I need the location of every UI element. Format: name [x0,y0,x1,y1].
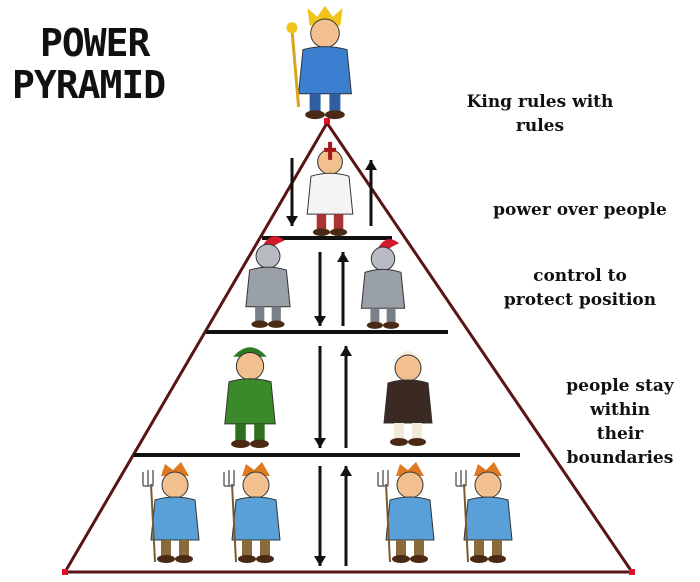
label-king: King rules with rules [440,90,640,138]
arrow-up-icon [337,252,349,326]
vertex-right [629,569,635,575]
label-knights-line-2: protect position [503,290,657,310]
pyramid-outline [62,120,635,574]
label-people-line-1: people stay [566,376,674,396]
label-people: people stay within their boundaries [540,374,700,470]
label-clergy: power over people [470,198,690,222]
knight-figure [360,239,406,329]
label-knights-line-1: control to [533,266,627,286]
label-king-line-2: rules [515,116,565,136]
title-line-2: PYRAMID [12,63,166,107]
vertex-top [324,118,330,124]
title-line-1: POWER [40,21,150,65]
arrow-down-icon [314,346,326,448]
arrow-down-icon [286,158,298,226]
diagram-title: POWER PYRAMID [12,21,166,107]
arrow-down-icon [314,466,326,566]
peasant-figure [455,462,513,563]
knight-figure [245,236,291,328]
label-people-line-4: boundaries [566,448,674,468]
arrow-up-icon [340,346,352,448]
merchant-figure [224,347,276,449]
peasant-figure [377,462,435,563]
king-figure [286,5,352,120]
label-people-line-3: their [596,424,644,444]
arrow-up-icon [365,160,377,226]
label-king-line-1: King rules with [466,92,614,112]
vertex-left [62,569,68,575]
label-clergy-line: power over people [493,200,667,220]
arrow-up-icon [340,466,352,566]
peasant-figure [142,462,200,563]
clergy-figure [306,141,354,236]
arrow-down-icon [314,252,326,326]
peasant-figure [223,462,281,563]
label-knights: control to protect position [480,264,680,312]
woman-figure [383,351,433,446]
label-people-line-2: within [589,400,651,420]
